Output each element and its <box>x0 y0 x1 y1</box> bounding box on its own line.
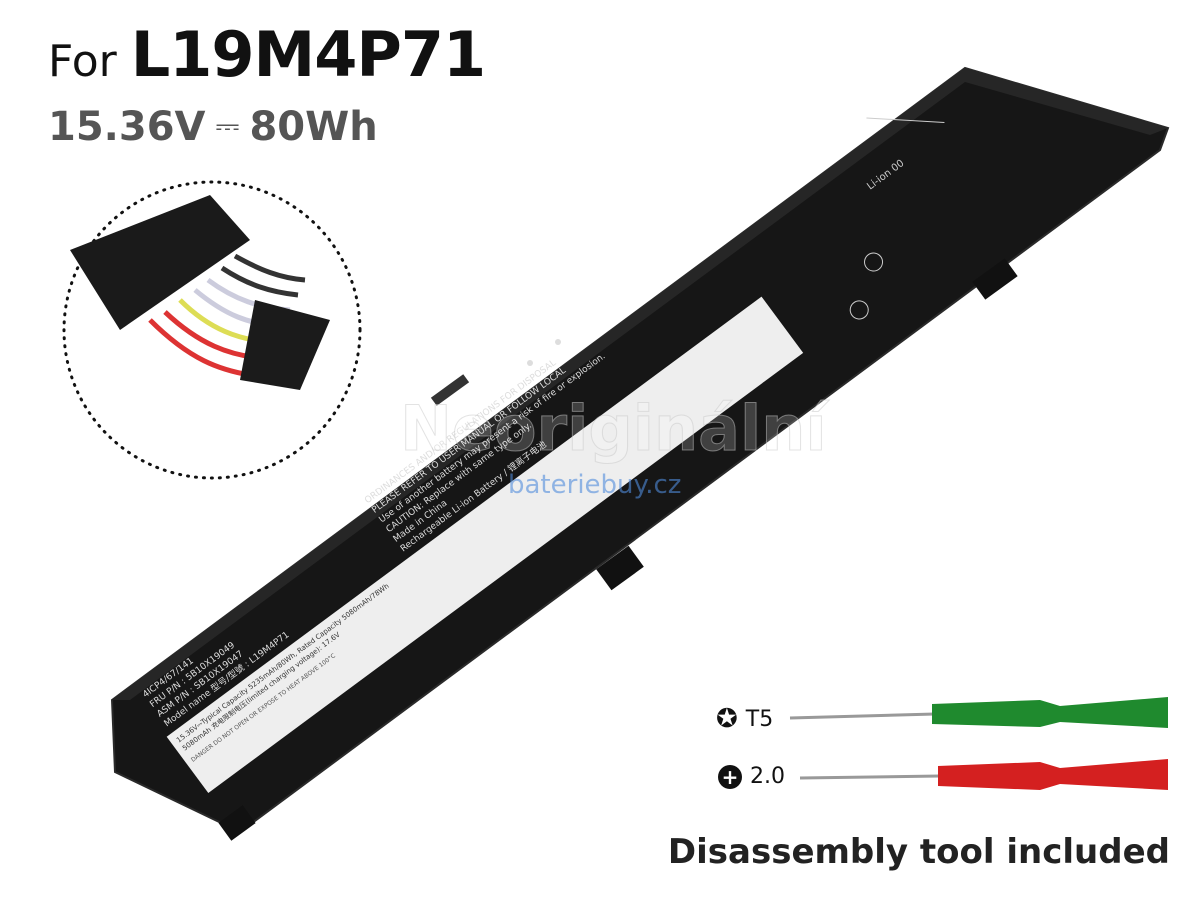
mount-tab <box>218 805 256 841</box>
model-number: L19M4P71 <box>130 18 486 91</box>
dc-symbol: ⎓ <box>215 109 240 144</box>
connector-closeup <box>62 180 362 480</box>
footer-caption: Disassembly tool included <box>667 832 1170 872</box>
torx-icon: ✪ <box>716 704 738 734</box>
tool-label: T5 <box>745 706 774 732</box>
tool-phillips: + 2.0 <box>718 764 785 789</box>
capacity: 80Wh <box>249 104 378 150</box>
minus-terminal-icon <box>527 360 533 366</box>
voltage: 15.36V <box>48 104 206 150</box>
watermark-site: bateriebuy.cz <box>508 470 682 500</box>
watermark-text: Neoriginální <box>400 392 828 466</box>
battery: Model name 型号/型號 : L19M4P71 ASM P/N : SB… <box>110 66 1170 841</box>
title-prefix: For <box>48 36 117 87</box>
plus-terminal-icon <box>555 339 561 345</box>
ce-mark-icon <box>864 252 884 272</box>
phillips-screwdriver <box>799 759 1168 790</box>
mount-tab <box>972 258 1018 300</box>
tool-t5: ✪ T5 <box>716 704 773 734</box>
tool-label: 2.0 <box>750 764 785 789</box>
connector <box>430 374 470 406</box>
phillips-icon: + <box>718 764 742 789</box>
cert-mark-icon <box>849 300 869 320</box>
mount-tab <box>596 545 644 591</box>
battery-spec: 15.36V ⎓ 80Wh <box>48 104 378 150</box>
product-title: For L19M4P71 <box>48 18 486 91</box>
recycle-bin-icon <box>866 117 945 123</box>
torx-screwdriver <box>789 697 1168 728</box>
white-label-strip <box>166 296 804 794</box>
